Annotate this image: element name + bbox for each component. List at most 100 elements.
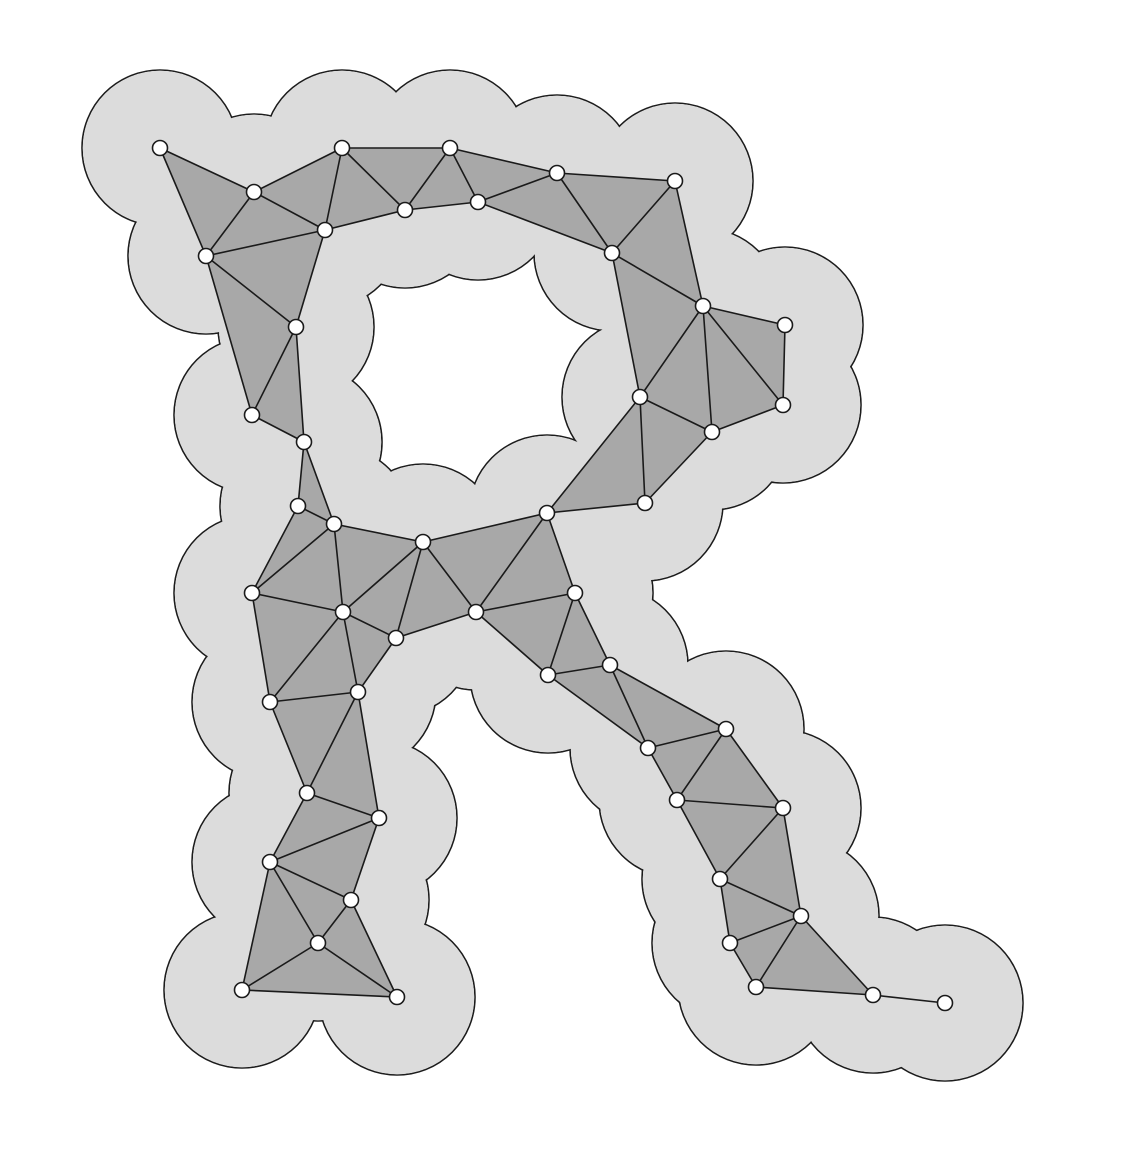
vertex-point (601, 656, 619, 674)
vertex-point (245, 183, 263, 201)
complex-edge (782, 807, 802, 917)
complex-edge (253, 191, 326, 231)
complex-edge (611, 180, 676, 254)
complex-edge (333, 523, 424, 543)
complex-edge (449, 147, 558, 174)
complex-edge (342, 611, 397, 639)
complex-edge (475, 611, 549, 676)
complex-edge (251, 523, 335, 594)
delaunay-triangle (318, 900, 397, 997)
complex-edge (639, 396, 713, 433)
complex-edge (395, 541, 424, 639)
complex-edge (676, 799, 721, 880)
vertex-point (936, 994, 954, 1012)
vertex-point (467, 603, 485, 621)
complex-edge (611, 252, 704, 307)
complex-edge (324, 209, 406, 231)
complex-edge (342, 611, 359, 693)
complex-edge (574, 592, 611, 666)
vertex-point (295, 433, 313, 451)
complex-edge (676, 728, 727, 801)
complex-edge (269, 861, 319, 944)
complex-edge (357, 637, 397, 693)
complex-edge (647, 728, 727, 749)
delaunay-triangle (548, 593, 610, 675)
delaunay-triangle (557, 173, 675, 253)
complex-edge (269, 691, 359, 703)
triangles (160, 148, 873, 997)
complex-edge (269, 701, 308, 794)
complex-edge (295, 326, 305, 443)
complex-edge (547, 592, 576, 676)
delaunay-triangle (640, 306, 712, 432)
delaunay-triangle (720, 879, 801, 943)
vertex-point (639, 739, 657, 757)
vertex-point (668, 791, 686, 809)
complex-edge (251, 326, 297, 416)
complex-edge (297, 441, 305, 507)
complex-edge (205, 229, 326, 257)
vertex-point (864, 986, 882, 1004)
vertex-point (538, 504, 556, 522)
complex-edge (729, 915, 802, 944)
delaunay-triangle (396, 542, 476, 638)
complex-edge (269, 817, 380, 863)
delaunay-triangle (476, 593, 575, 675)
vertex-point (243, 584, 261, 602)
complex-edge (324, 147, 343, 231)
delaunay-triangle (478, 173, 612, 253)
complex-edge (333, 523, 344, 613)
vertex-point (387, 629, 405, 647)
complex-edge (546, 396, 641, 514)
complex-edge (644, 431, 713, 504)
complex-edge (317, 899, 352, 944)
vertex-point (792, 907, 810, 925)
delaunay-triangle (342, 148, 450, 210)
complex-edge (422, 512, 548, 543)
complex-edge (800, 915, 874, 996)
vertex-point (469, 193, 487, 211)
complex-edge (556, 172, 613, 254)
complex-edge (782, 324, 786, 406)
delaunay-triangle (206, 192, 325, 256)
delaunay-triangle (450, 148, 557, 202)
vertex-point (711, 870, 729, 888)
complex-edge (159, 147, 207, 257)
complex-edge (241, 861, 271, 991)
vertex-point (774, 396, 792, 414)
delaunay-triangle (242, 943, 397, 997)
delaunay-triangle (677, 729, 783, 808)
delaunay-triangle (720, 808, 801, 916)
complex-edge (205, 191, 255, 257)
vertex-point (666, 172, 684, 190)
vertex-point (287, 318, 305, 336)
complex-edge (205, 255, 253, 416)
complex-edge (342, 541, 424, 613)
vertex-point (636, 494, 654, 512)
complex-edge (395, 611, 477, 639)
complex-edge (719, 807, 784, 880)
delaunay-triangle (423, 513, 547, 612)
complex-edge (725, 728, 784, 809)
delaunay-triangle (756, 916, 873, 995)
complex-edge (702, 305, 786, 326)
delaunay-triangle (298, 442, 334, 524)
complex-edge (350, 817, 380, 901)
delaunay-triangle (547, 397, 645, 513)
delaunay-triangle (334, 524, 423, 612)
complex-edge (611, 252, 641, 398)
delaunay-triangle (252, 593, 343, 702)
complex-edge (475, 592, 576, 613)
delaunay-triangle (270, 793, 379, 862)
delaunay-triangle (160, 148, 254, 256)
vertex-point (333, 139, 351, 157)
complex-edge (341, 147, 406, 211)
complex-edge (477, 201, 613, 254)
complex-edge (711, 404, 784, 433)
delaunay-triangle (343, 542, 423, 638)
vertex-point (703, 423, 721, 441)
delaunay-triangle (270, 692, 358, 793)
complex-edge (547, 664, 611, 676)
vertex-point (441, 139, 459, 157)
complex-edge (449, 147, 479, 203)
